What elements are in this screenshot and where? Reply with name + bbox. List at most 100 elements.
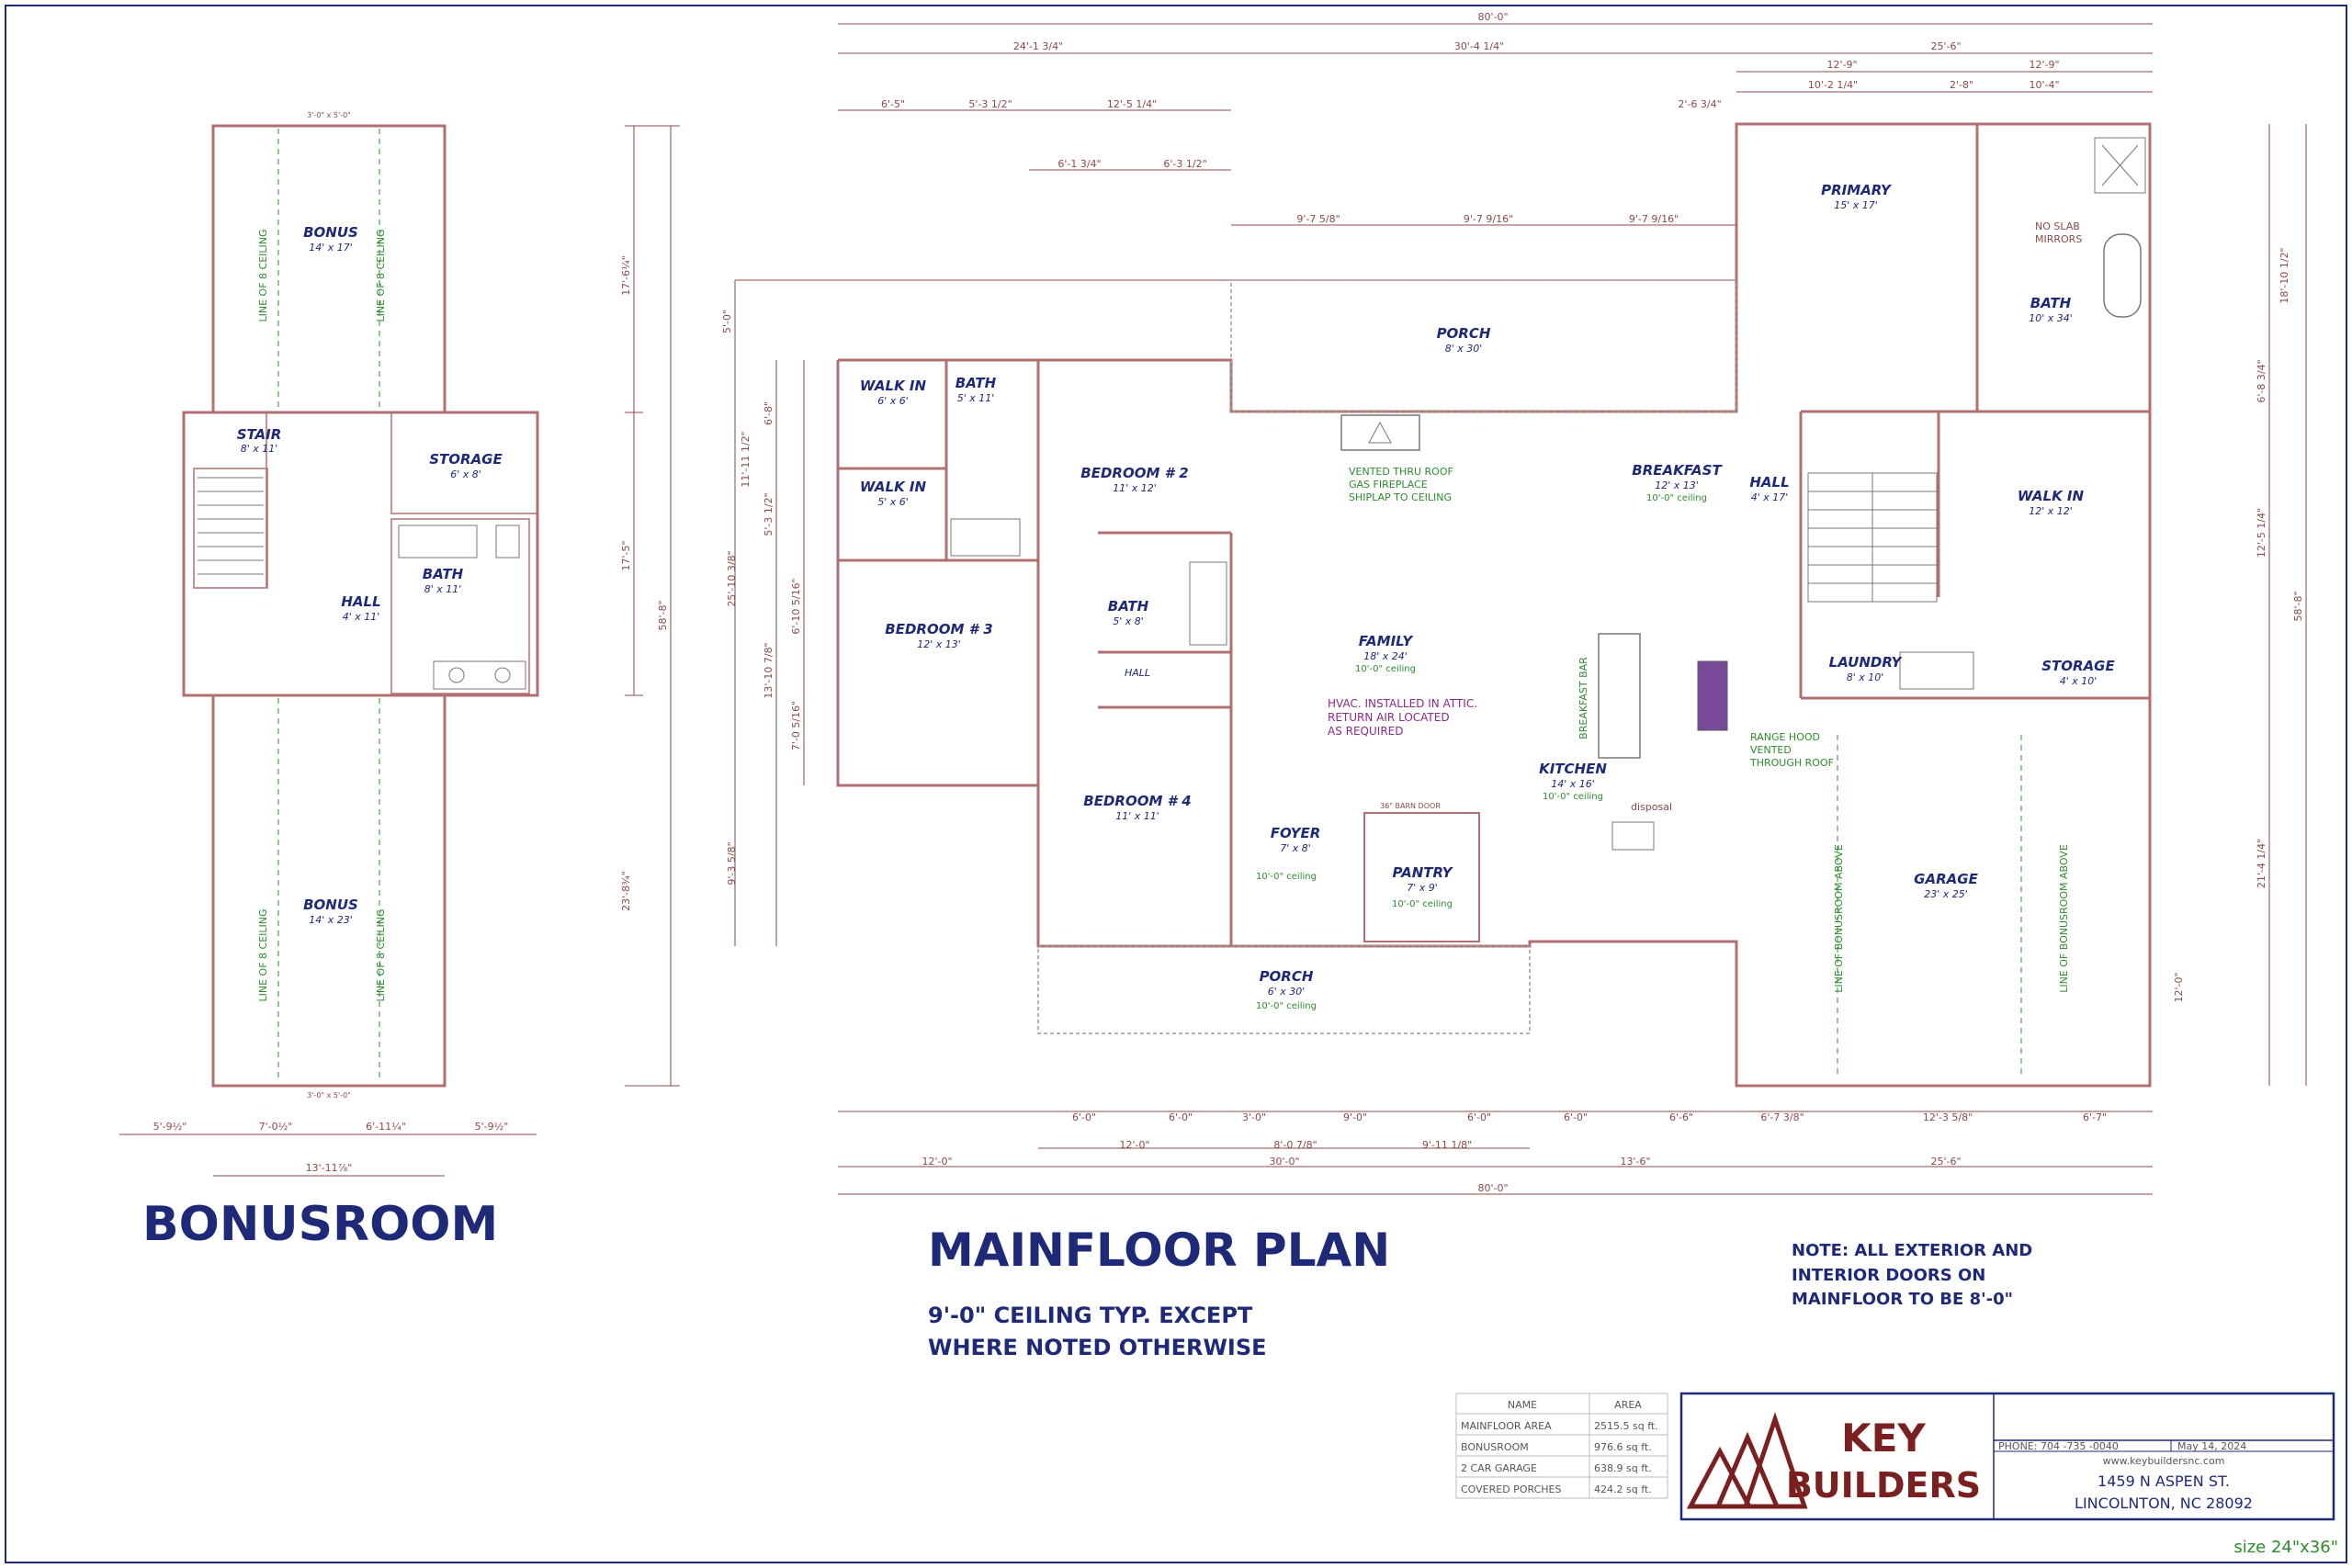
bonus-hall-name: HALL [341,593,380,610]
kitchen-ceiling: 10'-0" ceiling [1543,792,1603,802]
main-dim-a3: 12'-5 1/4" [1107,98,1157,110]
side-l6: 6'-10 5/16" [790,578,802,634]
bot-b8: 6'-7 3/8" [1760,1111,1804,1123]
bath1-size: 5' x 11' [957,392,995,404]
walkin2-name: WALK IN [860,479,927,495]
fireplace-note-1: VENTED THRU ROOF [1349,466,1453,478]
hvac-note-2: RETURN AIR LOCATED [1328,711,1450,724]
walkin1-size: 6' x 6' [877,395,909,407]
shower-fixture [2094,137,2146,194]
bot-b3: 3'-0" [1242,1111,1266,1123]
rear-porch-name: PORCH [1437,325,1491,342]
storage-name: STORAGE [429,451,503,468]
front-porch-size: 6' x 30' [1268,986,1306,998]
bonus-bath-name: BATH [423,566,464,582]
bonus-ceiling-lines [277,129,380,1082]
front-porch-name: PORCH [1260,968,1314,985]
sheet-size: size 24"x36" [2233,1538,2338,1557]
foyer-size: 7' x 8' [1280,842,1311,854]
main-plan-title: MAINFLOOR PLAN [928,1224,1390,1277]
bonus-ceiling-label-4: LINE OF 8 CEILING [375,908,387,1001]
bonus-sink-2 [494,667,511,683]
garage-bonus-label-1: LINE OF BONUSROOM ABOVE [1833,844,1845,993]
bot-c2: 8'-0 7/8" [1273,1139,1317,1151]
garage-name: GARAGE [1914,871,1978,887]
main-dim-p2: 9'-7 9/16" [1464,213,1513,225]
mirrors-note-2: MIRRORS [2035,233,2082,245]
fireplace-note-3: SHIPLAP TO CEILING [1349,491,1452,503]
main-dim-t7: 2'-8" [1950,79,1973,91]
bonus-dim-b1: 5'-9½" [153,1121,187,1133]
laundry-size: 8' x 10' [1847,671,1884,683]
bonus-bottom-size: 14' x 23' [309,914,353,926]
bonus-dim-total: 58'-8" [657,600,669,630]
hvac-note-1: HVAC. INSTALLED IN ATTIC. [1328,697,1477,710]
main-dim-t8: 10'-4" [2029,79,2059,91]
family-size: 18' x 24' [1363,650,1408,662]
foyer-name: FOYER [1271,825,1321,841]
ceiling-note-2: WHERE NOTED OTHERWISE [928,1335,1267,1360]
phone: PHONE: 704 -735 -0040 [1998,1440,2119,1452]
side-l5: 25'-10 3/8" [726,550,738,606]
bonus-window-bottom: 3'-0" x 5'-0" [307,1091,351,1100]
main-dim-t3: 25'-6" [1930,40,1961,52]
front-porch-ceiling: 10'-0" ceiling [1256,1001,1317,1011]
bed2-size: 11' x 12' [1113,482,1157,494]
walkin3-size: 12' x 12' [2029,505,2073,517]
rear-porch-outline [1230,279,1737,412]
bot-b6: 6'-0" [1564,1111,1588,1123]
side-r3: 12'-5 1/4" [2256,508,2267,558]
main-dim-c2: 6'-3 1/2" [1163,158,1206,170]
key-builders-logo-icon [1686,1412,1808,1509]
bonus-dim-top: 17'-6¼" [620,255,632,296]
bonus-dim-lines [119,125,680,1177]
primary-name: PRIMARY [1821,182,1893,198]
kitchen-size: 14' x 16' [1551,778,1595,790]
laundry-name: LAUNDRY [1829,654,1904,671]
bot-b4: 9'-0" [1343,1111,1367,1123]
fireplace-note-2: GAS FIREPLACE [1349,479,1428,491]
bonus-vanity-fixture [433,660,526,690]
bonus-sink-1 [448,667,465,683]
pantry-name: PANTRY [1392,864,1453,881]
main-dim-t6: 10'-2 1/4" [1808,79,1858,91]
bath1-name: BATH [956,375,997,391]
main-dim-c1: 6'-1 3/4" [1057,158,1101,170]
bonus-ceiling-label-1: LINE OF 8 CEILING [257,229,269,321]
breakfast-size: 12' x 13' [1655,479,1699,491]
company-name-builders: BUILDERS [1786,1465,1981,1506]
storage-main-size: 4' x 10' [2060,675,2098,687]
door-note-1: NOTE: ALL EXTERIOR AND [1792,1241,2032,1260]
bot-d3: 13'-6" [1620,1156,1650,1168]
foyer-ceiling: 10'-0" ceiling [1256,872,1317,882]
stair-size: 8' x 11' [241,443,278,455]
main-dim-a1: 6'-5" [881,98,905,110]
bonus-dim-b4: 5'-9½" [475,1121,509,1133]
kitchen-sink-fixture [1611,821,1655,851]
main-dim-t4: 12'-9" [1826,59,1857,71]
fireplace-icon [1368,421,1392,444]
bonus-top-name: BONUS [303,224,358,241]
address-1: 1459 N ASPEN ST. [2098,1472,2230,1490]
pbath-size: 10' x 34' [2029,312,2073,324]
stair-name: STAIR [237,426,282,443]
side-l2: 6'-8" [763,401,775,425]
table-row-name: 2 CAR GARAGE [1461,1462,1537,1474]
side-r6: 12'-0" [2173,972,2185,1002]
main-dim-a2: 5'-3 1/2" [968,98,1012,110]
breakfast-ceiling: 10'-0" ceiling [1646,493,1707,503]
rear-porch-size: 8' x 30' [1445,343,1483,355]
family-name: FAMILY [1359,633,1415,649]
main-dim-p1: 9'-7 5/8" [1296,213,1340,225]
bed3-name: BEDROOM # 3 [885,621,992,637]
bonus-stair-treads [198,477,264,575]
bonus-window-top: 3'-0" x 5'-0" [307,111,351,119]
bot-d1: 12'-0" [922,1156,952,1168]
title-block: KEY BUILDERS PHONE: 704 -735 -0040 May 1… [1679,1392,2335,1521]
hall2-name: HALL [1749,474,1789,491]
bed3-size: 12' x 13' [917,638,961,650]
bonus-top-size: 14' x 17' [309,242,353,254]
bonus-bath-size: 8' x 11' [424,583,462,595]
side-r4: 21'-4 1/4" [2256,839,2267,888]
